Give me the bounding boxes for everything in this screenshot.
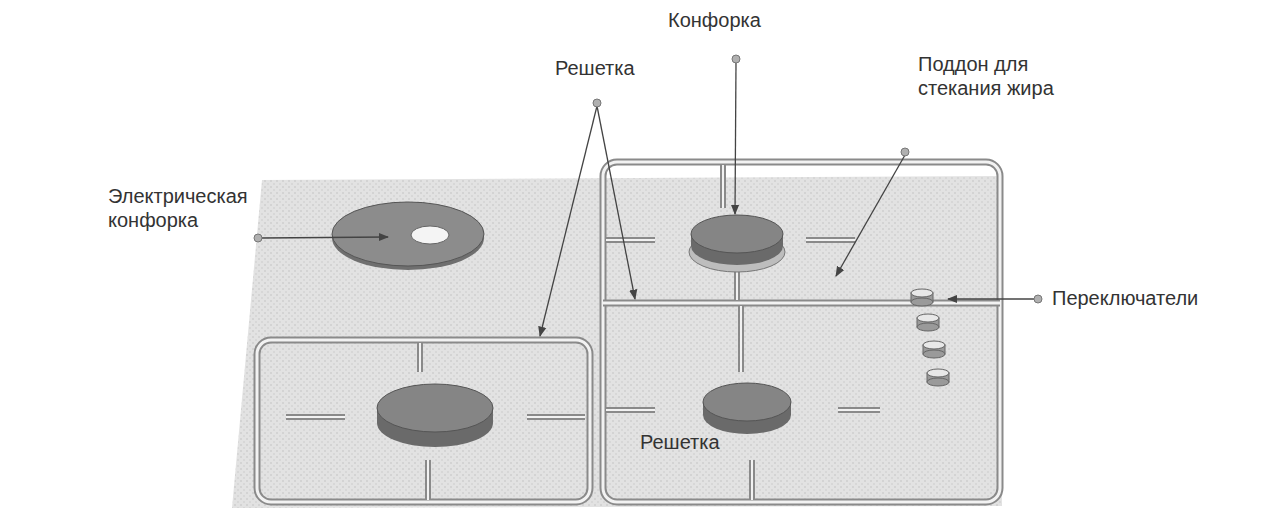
electric-burner: [332, 202, 484, 270]
gas-burners: [377, 215, 791, 447]
control-knobs: [911, 289, 949, 386]
part-label: Конфорка: [668, 8, 808, 32]
grates: [257, 162, 1000, 502]
part-label: Поддон для стекания жира: [918, 52, 1093, 100]
part-label: Решетка: [640, 430, 760, 454]
hob-plate: [232, 176, 1002, 508]
part-label: Переключатели: [1052, 286, 1272, 310]
part-label: Электрическая конфорка: [108, 184, 258, 232]
leader-lines: [262, 62, 1034, 336]
part-label: Решетка: [555, 56, 675, 80]
